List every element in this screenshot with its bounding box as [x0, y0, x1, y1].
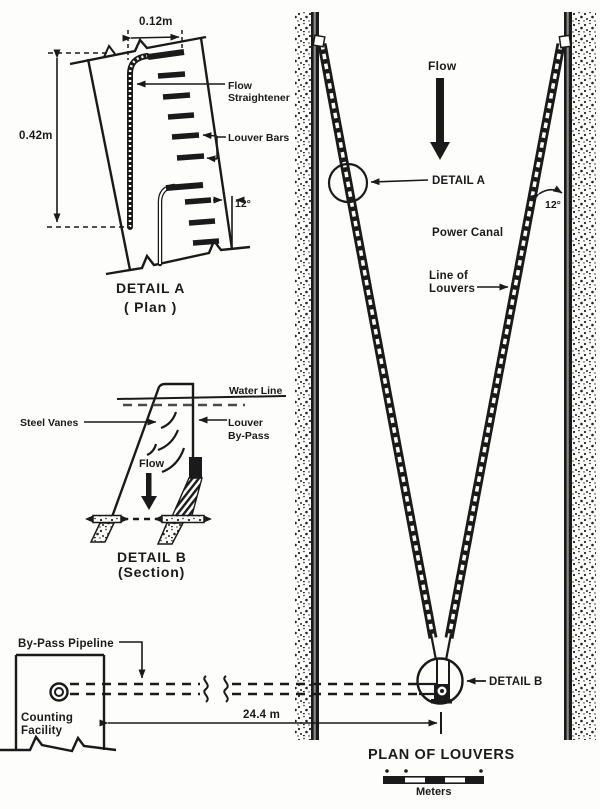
width-dim-value: 0.12m [139, 16, 173, 28]
flow-arrow [430, 78, 450, 160]
pipe-break-symbol [223, 675, 229, 703]
louver-bypass-label-2: By-Pass [228, 430, 270, 442]
left-footing [85, 514, 129, 543]
detail-a-callout-arrow [370, 178, 429, 186]
canal-angle-label: 12° [545, 199, 561, 211]
angle-value: 12° [235, 198, 251, 210]
height-dimension: 0.42m [19, 49, 130, 228]
angle-arc [529, 185, 563, 202]
detail-b-subtitle: (Section) [118, 564, 185, 580]
bypass-pipeline-label: By-Pass Pipeline [18, 638, 114, 650]
steel-vanes-label: Steel Vanes [20, 417, 79, 429]
box-bottom-with-breaks [0, 734, 117, 753]
detail-b-apex [416, 657, 464, 705]
canal-flow-label: Flow [428, 59, 457, 73]
bypass-gate [189, 457, 202, 478]
left-edge [86, 58, 132, 271]
facility-label-1: Counting [21, 712, 73, 724]
right-abutment [558, 34, 572, 49]
detail-b-drawing: Water Line Steel Vanes Louver By-Pass Fl… [20, 382, 287, 580]
counting-facility: By-Pass Pipeline Counting Facility [0, 638, 146, 753]
bottom-edge [105, 238, 251, 276]
angle-dimension: 12° [213, 196, 251, 246]
louver-section-outline [110, 382, 195, 518]
hatched-wall [169, 477, 203, 520]
louver-bypass-label-1: Louver [228, 417, 263, 429]
facility-box [0, 653, 117, 753]
steel-vanes-arcs [146, 411, 186, 474]
bypass-pipeline-leader [119, 641, 146, 679]
scale-bar: Meters [383, 769, 484, 798]
line-of-louvers-label-2: Louvers [429, 283, 475, 295]
canal-plan-view: Flow DETAIL A 12° Power Canal Line of Lo… [70, 12, 596, 798]
detail-a-callout-label: DETAIL A [432, 175, 485, 187]
pipe-break-symbol [203, 675, 209, 703]
section-flow-arrow [141, 473, 157, 510]
line-of-louvers-right [444, 43, 566, 639]
flow-straightener-shape [127, 49, 185, 230]
plan-title: PLAN OF LOUVERS [368, 747, 515, 763]
louver-bars-callout: Louver Bars [202, 132, 289, 163]
water-line-label: Water Line [229, 385, 282, 397]
bypass-pipeline-dashed [70, 675, 417, 703]
detail-a-title: DETAIL A [116, 280, 185, 296]
right-wall-stipple [572, 12, 596, 740]
detail-b-title: DETAIL B [117, 549, 187, 565]
louver-bars-label: Louver Bars [228, 132, 289, 144]
water-line [116, 395, 287, 400]
detail-b-callout-label: DETAIL B [489, 676, 543, 688]
scale-unit: Meters [416, 786, 451, 798]
width-dimension: 0.12m [122, 16, 183, 60]
pipe-end-symbol [49, 682, 69, 702]
power-canal-label: Power Canal [432, 227, 503, 239]
facility-label-2: Facility [21, 725, 63, 737]
detail-a-drawing: 0.12m 0.42m Flow Straightener Louver Bar… [19, 16, 290, 315]
line-of-louvers-left [317, 43, 438, 639]
flow-straightener-label-2: Straightener [228, 92, 290, 104]
flow-straightener-label-1: Flow [228, 80, 253, 92]
distance-value: 24.4 m [243, 709, 280, 721]
bent-louver-shape [157, 182, 204, 267]
detail-a-subtitle: ( Plan ) [124, 299, 177, 315]
detail-a-callout-circle [327, 162, 369, 204]
louver-bars [157, 71, 220, 246]
section-flow-label: Flow [139, 458, 164, 470]
left-wall-stipple [295, 12, 311, 740]
height-dim-value: 0.42m [19, 130, 53, 142]
line-of-louvers-label-1: Line of [429, 270, 468, 282]
left-abutment [312, 34, 326, 48]
right-footing [154, 514, 212, 545]
distance-dimension: 24.4 m [99, 709, 442, 734]
